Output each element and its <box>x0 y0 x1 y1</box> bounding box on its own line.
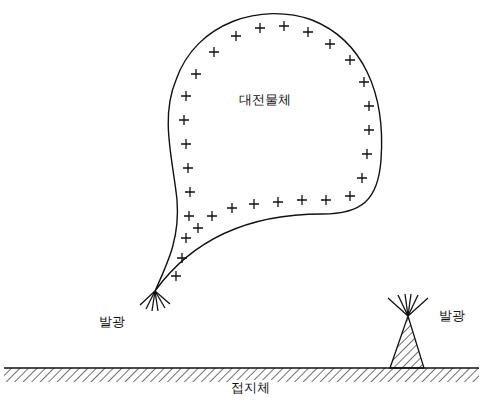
plus-charge <box>177 253 187 263</box>
plus-charge <box>345 191 355 201</box>
spark-ray <box>152 291 155 311</box>
charged-object: 대전물체 <box>140 0 390 300</box>
charged-object-outline <box>140 0 390 300</box>
plus-charge <box>249 199 259 209</box>
spark-ray <box>398 295 408 316</box>
ground-protrusion <box>390 316 424 368</box>
plus-charge <box>183 163 193 173</box>
plus-charge <box>362 149 372 159</box>
plus-charge <box>321 195 331 205</box>
plus-charge <box>364 125 374 135</box>
plus-charge <box>171 271 181 281</box>
plus-charge <box>255 23 265 33</box>
object-outline <box>155 14 382 291</box>
ground-line <box>4 367 479 368</box>
spark-ray <box>408 298 428 316</box>
plus-charge <box>184 211 194 221</box>
plus-charge <box>185 187 195 197</box>
plus-charge <box>193 223 203 233</box>
plus-charge <box>181 91 191 101</box>
spark-ray <box>155 291 170 304</box>
node-label: 접지체 <box>229 380 272 396</box>
spark-ray <box>155 291 165 308</box>
plus-charge <box>297 195 307 205</box>
plus-charge <box>181 233 191 243</box>
plus-charge <box>279 21 289 31</box>
plus-charge <box>273 197 283 207</box>
plus-charge <box>325 39 335 49</box>
node-label: 대전물체 <box>237 92 293 108</box>
plus-charge <box>181 139 191 149</box>
plus-charge <box>191 69 201 79</box>
plus-charge <box>227 203 237 213</box>
spark-lines <box>140 291 428 316</box>
plus-charge <box>303 27 313 37</box>
charge-symbols <box>171 21 374 281</box>
spark-ray <box>405 294 408 316</box>
emission-label: 발광 <box>99 314 125 330</box>
plus-charge <box>345 55 355 65</box>
plus-charge <box>207 211 217 221</box>
plus-charge <box>359 77 369 87</box>
plus-charge <box>357 173 367 183</box>
plus-charge <box>364 101 374 111</box>
emission-label: 발광 <box>439 308 465 324</box>
plus-charge <box>179 115 189 125</box>
spark-ray <box>388 298 408 316</box>
plus-charge <box>209 47 219 57</box>
spark-ray <box>408 295 418 316</box>
plus-charge <box>231 31 241 41</box>
grounded-body: 접지체 <box>0 362 483 403</box>
